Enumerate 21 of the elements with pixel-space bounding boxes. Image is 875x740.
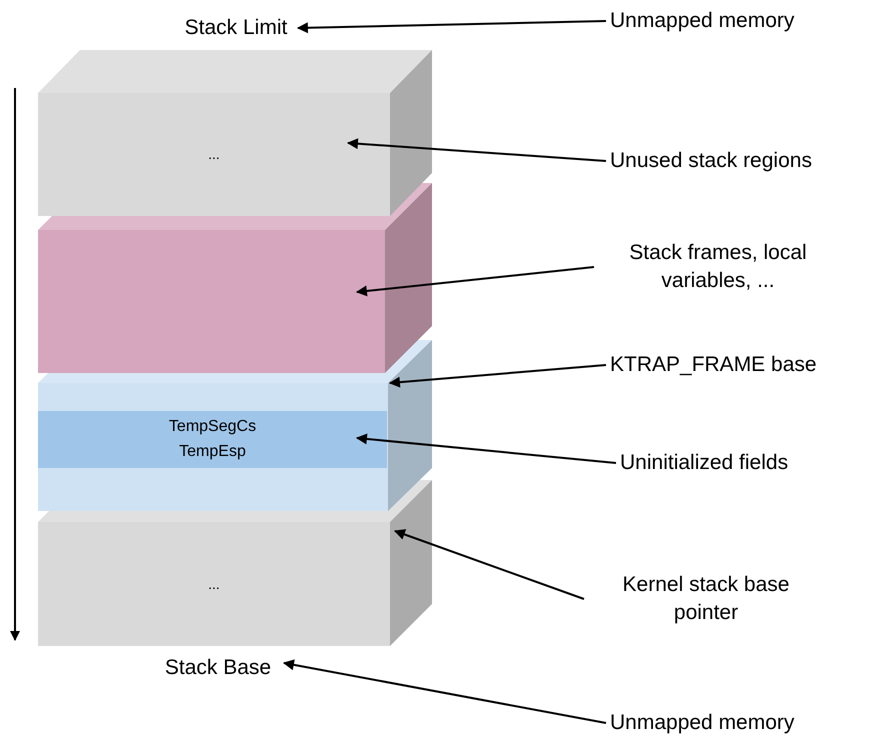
arrow	[388, 364, 606, 388]
annotation-text: Unmapped memory	[610, 710, 794, 736]
field-band	[38, 411, 387, 468]
annotation-text: Stack frames, local variables, ...	[628, 240, 808, 294]
annotation-text: Stack Limit	[184, 14, 288, 41]
arrow	[282, 659, 606, 724]
annotation-text: Uninitialized fields	[620, 450, 788, 476]
block-text: TempEsp	[179, 442, 246, 462]
annotation-text: Stack Base	[164, 654, 272, 681]
arrow	[296, 20, 606, 34]
arrow	[356, 266, 594, 296]
arrow	[394, 529, 584, 600]
annotation-text: Kernel stack base pointer	[622, 572, 790, 626]
annotation-text: KTRAP_FRAME base	[610, 352, 817, 378]
arrow	[346, 138, 606, 162]
block-text: TempSegCs	[168, 416, 256, 437]
block-text: ...	[208, 574, 220, 594]
annotation-text: Unused stack regions	[610, 148, 812, 174]
arrow	[356, 433, 616, 464]
block-text: ...	[208, 145, 220, 164]
annotation-text: Unmapped memory	[610, 8, 794, 34]
